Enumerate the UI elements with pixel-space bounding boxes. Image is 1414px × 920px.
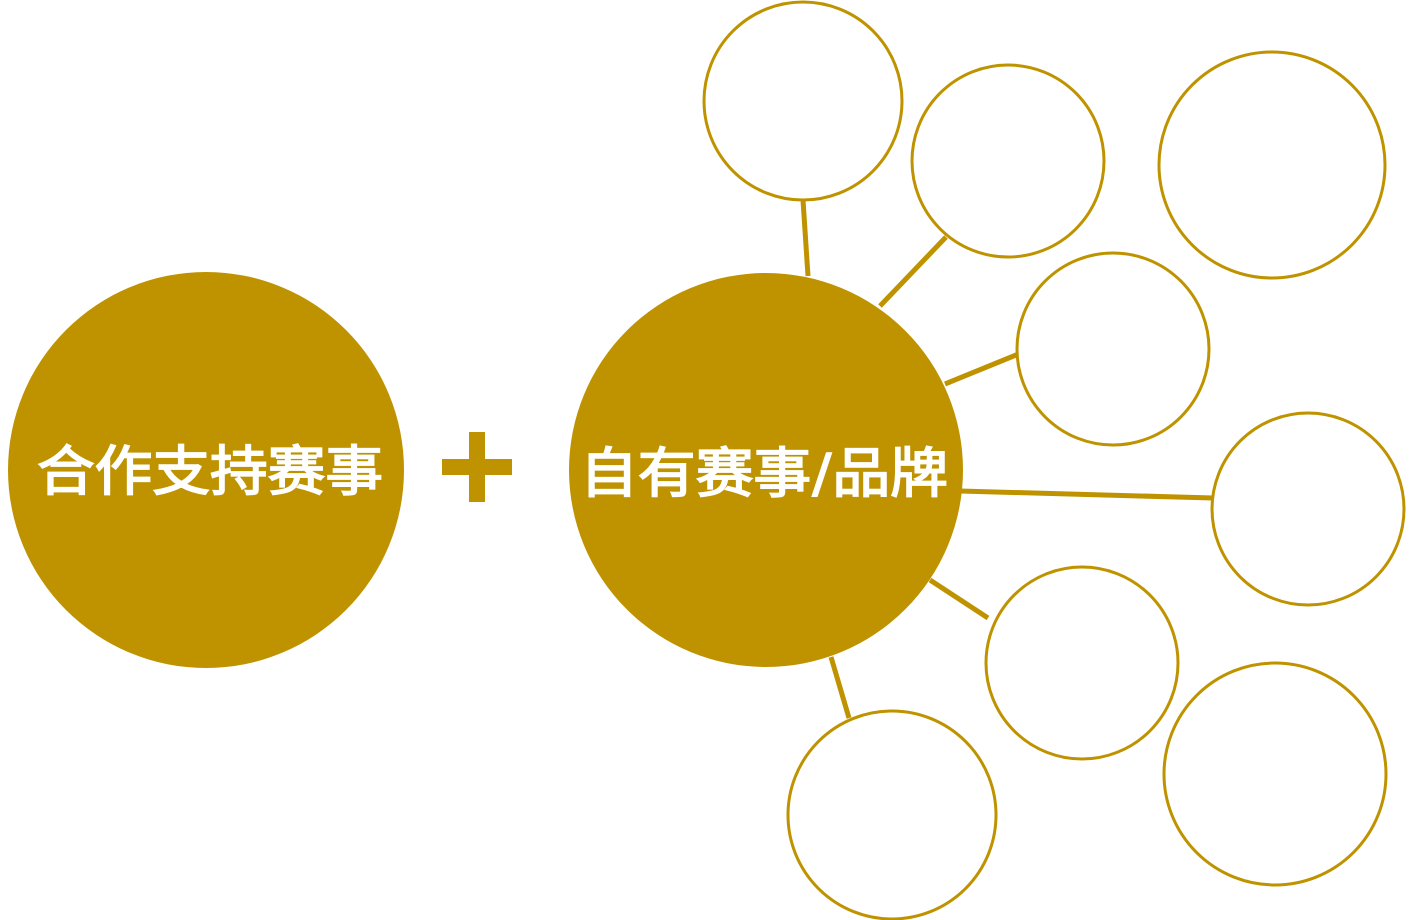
connector-line [928,577,990,621]
satellite-circle [1157,50,1387,280]
satellite-circle [702,0,904,202]
center-node-circle [569,273,963,667]
connector-line [944,350,1022,387]
center-node-label: 自有赛事/品牌 [580,442,948,505]
connector-line [800,199,811,277]
center-node: 自有赛事/品牌 [569,273,963,667]
satellite-circle [1162,661,1388,887]
plus-icon [442,432,512,502]
satellite-circle [786,709,998,920]
connector-line [878,235,948,308]
left-node-circle [8,272,404,668]
left-node-label: 合作支持赛事 [37,440,383,503]
satellite-circle [1210,411,1406,607]
connector-line [828,656,852,719]
satellite-nodes [702,0,1406,920]
connector-line [959,488,1214,501]
plus-vertical-bar [469,432,485,502]
connectors [800,199,1214,719]
satellite-circle [1015,251,1211,447]
satellite-circle [910,63,1106,259]
left-node: 合作支持赛事 [8,272,404,668]
satellite-circle [984,565,1180,761]
